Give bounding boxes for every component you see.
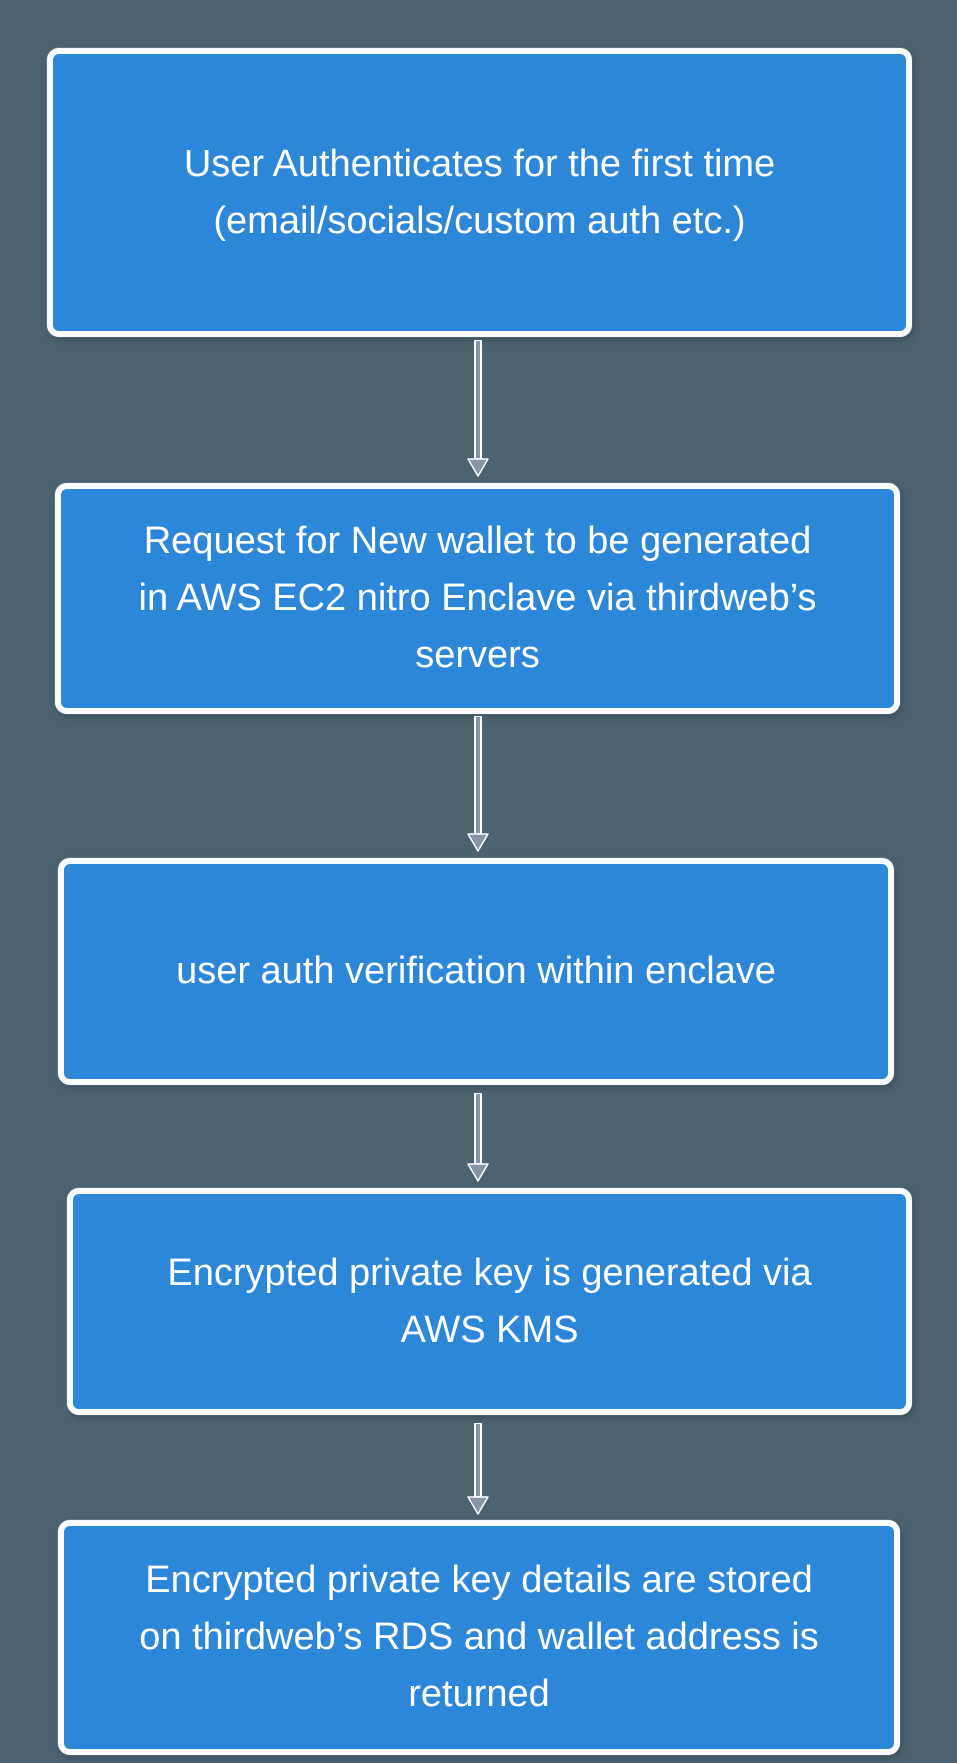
flow-node-auth-verification: user auth verification within enclave [58, 858, 894, 1085]
flow-node-label: Encrypted private key details are stored… [139, 1559, 819, 1715]
connector-arrow-4 [467, 1423, 489, 1515]
connector-line [474, 1423, 482, 1498]
flow-node-key-generated-kms: Encrypted private key is generated via A… [67, 1188, 912, 1415]
connector-line [474, 716, 482, 835]
flow-node-label: Request for New wallet to be generated i… [138, 520, 817, 676]
flow-node-label: User Authenticates for the first time (e… [183, 142, 776, 242]
connector-arrow-3 [467, 1093, 489, 1182]
arrow-down-icon [467, 833, 489, 852]
flow-node-request-new-wallet: Request for New wallet to be generated i… [55, 483, 900, 714]
flow-node-label: Encrypted private key is generated via A… [167, 1251, 812, 1351]
flow-node-user-authenticates: User Authenticates for the first time (e… [47, 48, 912, 337]
arrow-down-icon [467, 458, 489, 477]
connector-line [474, 340, 482, 460]
connector-arrow-1 [467, 340, 489, 477]
arrow-down-icon [467, 1496, 489, 1515]
flow-node-label: user auth verification within enclave [176, 950, 776, 992]
connector-line [474, 1093, 482, 1165]
arrow-down-icon [467, 1163, 489, 1182]
connector-arrow-2 [467, 716, 489, 852]
flow-node-key-stored-rds: Encrypted private key details are stored… [58, 1520, 900, 1755]
